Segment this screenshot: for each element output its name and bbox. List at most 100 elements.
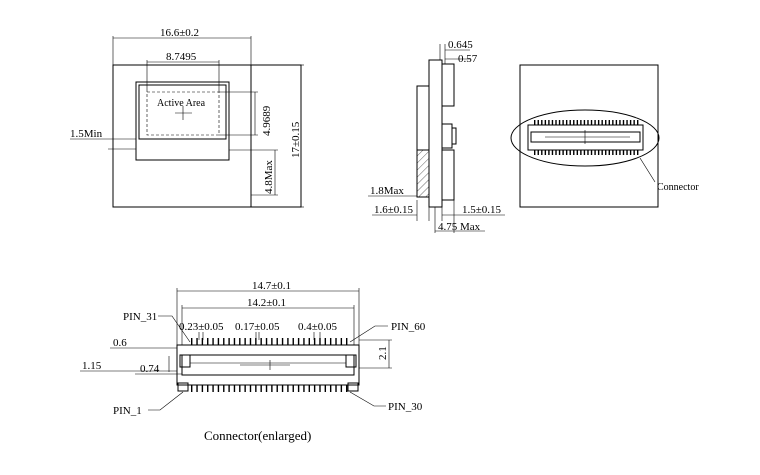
connector-pin xyxy=(637,150,639,155)
conn-dim-3: 0.4±0.05 xyxy=(298,321,338,333)
connector-pin xyxy=(541,120,543,125)
pin-30-label: PIN_30 xyxy=(388,401,423,413)
connector-pins-bottom xyxy=(191,385,348,392)
connector-pin xyxy=(244,338,246,345)
connector-enlarged-view: 14.7±0.1 14.2±0.1 0.23±0.05 0.17±0.05 0.… xyxy=(80,280,426,443)
connector-pin xyxy=(534,150,536,155)
connector-pin xyxy=(329,338,332,345)
connector-pin xyxy=(260,385,262,392)
side-left-dim: 1.6±0.15 xyxy=(374,204,414,216)
connector-pin xyxy=(228,338,230,345)
connector-pin xyxy=(558,150,561,155)
connector-pin xyxy=(308,385,310,392)
connector-pin xyxy=(619,150,621,155)
connector-pin xyxy=(276,338,278,345)
conn-inner-width-dim: 14.2±0.1 xyxy=(247,297,286,309)
connector-pin xyxy=(239,338,241,345)
connector-pin xyxy=(217,385,220,392)
conn-dim-left-3: 0.74 xyxy=(140,363,160,375)
connector-pin xyxy=(551,150,554,155)
connector-pin xyxy=(223,385,225,392)
connector-pin xyxy=(626,150,628,155)
connector-pin xyxy=(228,385,230,392)
connector-pin xyxy=(569,150,571,155)
connector-pin xyxy=(207,338,209,345)
active-area-label: Active Area xyxy=(157,98,206,109)
connector-pin xyxy=(340,385,343,392)
connector-pin xyxy=(281,385,284,392)
connector-pin xyxy=(297,338,300,345)
connector-caption: Connector(enlarged) xyxy=(204,428,311,443)
connector-pin xyxy=(265,385,268,392)
connector-pin xyxy=(590,120,593,125)
connector-pin xyxy=(265,338,268,345)
connector-pin xyxy=(629,120,632,125)
connector-pin xyxy=(281,338,284,345)
conn-height-dim: 2.1 xyxy=(377,346,389,360)
connector-pin xyxy=(313,338,316,345)
height-dim-label: 17±0.15 xyxy=(290,121,302,158)
pin-1-label: PIN_1 xyxy=(113,405,142,417)
connector-pin xyxy=(626,120,628,125)
connector-pin xyxy=(335,338,337,345)
connector-pin xyxy=(615,150,618,155)
connector-pin xyxy=(622,120,625,125)
pin-60-label: PIN_60 xyxy=(391,321,426,333)
connector-pin xyxy=(201,385,204,392)
side-bottom-dim: 4.75 Max xyxy=(438,221,481,233)
connector-pin xyxy=(244,385,246,392)
connector-pin xyxy=(605,150,607,155)
side-board xyxy=(428,59,443,208)
connector-pin xyxy=(271,338,273,345)
active-width-dim-label: 8.7495 xyxy=(166,51,197,63)
connector-pins-top xyxy=(191,338,348,345)
pin-31-label: PIN_31 xyxy=(123,311,157,323)
back-outline xyxy=(519,64,659,208)
connector-pin xyxy=(196,385,198,392)
connector-pin xyxy=(615,120,618,125)
back-connector-pins-bottom xyxy=(534,150,639,155)
connector-pin xyxy=(324,338,327,345)
connector-pin xyxy=(605,120,607,125)
connector-pin xyxy=(555,120,557,125)
connector-pin xyxy=(608,120,610,125)
connector-pin xyxy=(201,338,204,345)
connector-pin xyxy=(329,385,332,392)
connector-pin xyxy=(276,385,278,392)
max-dim-label: 4.8Max xyxy=(263,160,275,194)
connector-pin xyxy=(319,385,321,392)
connector-pin xyxy=(580,150,582,155)
connector-pin xyxy=(233,338,236,345)
connector-pin xyxy=(212,338,214,345)
connector-pin xyxy=(633,150,635,155)
side-top-dim-2: 0.57 xyxy=(458,53,478,65)
connector-pin xyxy=(587,120,589,125)
width-dim-label: 16.6±0.2 xyxy=(160,27,199,39)
side-right-dim: 1.5±0.15 xyxy=(462,204,502,216)
connector-pin xyxy=(594,150,596,155)
sensor-body xyxy=(112,64,252,208)
back-view: Connector xyxy=(510,64,699,208)
connector-pin xyxy=(633,120,635,125)
connector-pin xyxy=(308,338,310,345)
connector-pin xyxy=(544,150,547,155)
connector-pin xyxy=(217,338,220,345)
connector-pin xyxy=(597,150,600,155)
connector-pin xyxy=(601,120,603,125)
connector-pin xyxy=(196,338,198,345)
connector-pin xyxy=(629,150,632,155)
connector-pin xyxy=(340,338,343,345)
connector-label: Connector xyxy=(657,182,699,193)
conn-dim-left-1: 0.6 xyxy=(113,337,127,349)
connector-pin xyxy=(313,385,316,392)
connector-highlight-ellipse xyxy=(510,109,660,167)
connector-pin xyxy=(594,120,596,125)
connector-pin xyxy=(319,338,321,345)
connector-pin xyxy=(555,150,557,155)
connector-pin xyxy=(260,338,262,345)
back-connector-pins-top xyxy=(534,120,639,125)
connector-pin xyxy=(608,150,610,155)
connector-pin xyxy=(637,120,639,125)
connector-pin xyxy=(590,150,593,155)
side-lens xyxy=(441,63,455,107)
